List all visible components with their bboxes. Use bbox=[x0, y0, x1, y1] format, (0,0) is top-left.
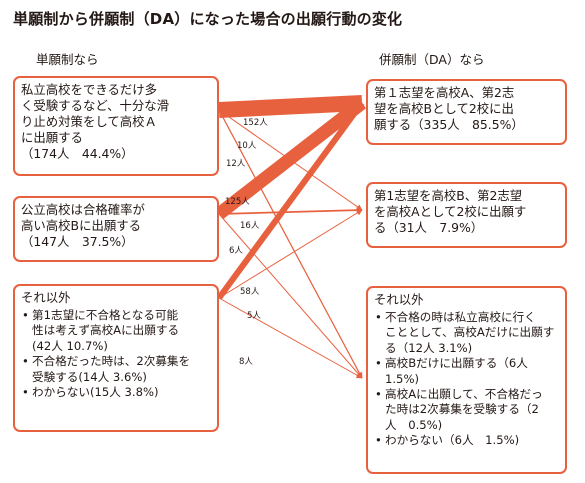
list-item: 第1志望に不合格となる可能 性は考えず高校Aに出願する (42人 10.7%) bbox=[21, 308, 211, 354]
flow-arrow-public-to-b_first bbox=[218, 207, 363, 215]
right-other-list: 不合格の時は私立高校に行く こととして、高校Aだけに出願す る（12人 3.1%… bbox=[374, 310, 559, 449]
flow-arrow-public-to-other bbox=[218, 213, 363, 379]
box-text-line: 第１志望を高校A、第2志 bbox=[374, 85, 515, 100]
list-item-line: 受験する(14人 3.6%) bbox=[32, 369, 147, 384]
flow-arrow-other-to-b_first bbox=[218, 209, 363, 299]
flow-arrow-other-to-other bbox=[218, 297, 363, 379]
list-item-line: 不合格の時は私立高校に行く bbox=[385, 310, 536, 324]
list-item-line: 第1志望に不合格となる可能 bbox=[32, 308, 179, 322]
left-box-private-school: 私立高校をできるだけ多 く受験するなど、十分な滑 り止め対策をして高校Ａ に出願… bbox=[13, 76, 219, 176]
box-text-line: 私立高校をできるだけ多 bbox=[21, 82, 158, 97]
box-text-line: に出願する bbox=[21, 130, 83, 145]
list-item-line: る（12人 3.1%) bbox=[385, 340, 473, 355]
list-item: 高校Aに出願して、不合格だっ た時は2次募集を受験する（2 人 0.5%) bbox=[374, 387, 559, 433]
box-text-line: 高い高校Bに出願する bbox=[21, 218, 142, 233]
list-item: わからない(15人 3.8%) bbox=[21, 385, 211, 401]
list-item-line: 1.5%) bbox=[385, 371, 419, 386]
list-item-line: 人 0.5%) bbox=[385, 417, 443, 432]
diagram-title: 単願制から併願制（DA）になった場合の出願行動の変化 bbox=[13, 10, 403, 28]
box-text-line: る（31人 7.9%） bbox=[374, 220, 484, 235]
list-item-line: わからない（6人 1.5%) bbox=[385, 433, 520, 448]
left-other-list: 第1志望に不合格となる可能 性は考えず高校Aに出願する (42人 10.7%) … bbox=[21, 308, 211, 401]
list-item-line: わからない(15人 3.8%) bbox=[32, 385, 159, 400]
flow-label-other-to-other: 8人 bbox=[239, 357, 253, 367]
flow-label-private-to-other: 12人 bbox=[226, 159, 246, 169]
list-item-line: 不合格だった時は、2次募集を bbox=[32, 354, 191, 369]
box-text-line: り止め対策をして高校Ａ bbox=[21, 114, 157, 129]
flow-arrow-other-to-a_first bbox=[216, 101, 365, 300]
list-item-line: 性は考えず高校Aに出願する bbox=[32, 323, 180, 338]
flow-label-other-to-a_first: 58人 bbox=[240, 287, 260, 297]
list-item-line: (42人 10.7%) bbox=[32, 338, 108, 353]
list-item-line: こととして、高校Aだけに出願す bbox=[385, 325, 555, 340]
left-box-public-school: 公立高校は合格確率が 高い高校Bに出願する （147人 37.5%） bbox=[13, 196, 219, 262]
box-text-line: 第1志望を高校B、第2志望 bbox=[374, 188, 523, 203]
right-column-header: 併願制（DA）なら bbox=[379, 52, 485, 67]
flow-label-public-to-a_first: 125人 bbox=[225, 197, 250, 207]
flow-label-other-to-b_first: 5人 bbox=[247, 311, 261, 321]
box-text-line: を高校Aとして2校に出願す bbox=[374, 204, 527, 219]
box-text-line: 望を高校Bとして2校に出 bbox=[374, 101, 514, 116]
left-box-other: それ以外 第1志望に不合格となる可能 性は考えず高校Aに出願する (42人 10… bbox=[13, 284, 219, 432]
box-text-line: （174人 44.4%） bbox=[21, 146, 134, 161]
flow-label-private-to-a_first: 152人 bbox=[243, 118, 268, 128]
list-item-line: た時は2次募集を受験する（2 bbox=[385, 402, 539, 417]
right-box-b-first: 第1志望を高校B、第2志望 を高校Aとして2校に出願す る（31人 7.9%） bbox=[366, 182, 567, 248]
right-box-other: それ以外 不合格の時は私立高校に行く こととして、高校Aだけに出願す る（12人… bbox=[366, 286, 567, 474]
box-heading: それ以外 bbox=[374, 292, 424, 307]
right-box-a-first: 第１志望を高校A、第2志 望を高校Bとして2校に出 願する（335人 85.5%… bbox=[366, 79, 567, 145]
box-text-line: 願する（335人 85.5%） bbox=[374, 117, 524, 132]
list-item: 高校Bだけに出願する（6人 1.5%) bbox=[374, 356, 559, 387]
list-item-line: 高校Aに出願して、不合格だっ bbox=[385, 387, 543, 402]
box-text-line: 公立高校は合格確率が bbox=[21, 202, 145, 217]
flow-arrow-private-to-other bbox=[218, 109, 363, 379]
flow-label-public-to-b_first: 16人 bbox=[240, 221, 260, 231]
flow-label-private-to-b_first: 10人 bbox=[237, 141, 257, 151]
box-heading: それ以外 bbox=[21, 290, 71, 305]
flow-arrow-private-to-a_first bbox=[218, 95, 363, 118]
box-text-line: （147人 37.5%） bbox=[21, 234, 134, 249]
list-item-line: 高校Bだけに出願する（6人 bbox=[385, 356, 528, 371]
flow-label-public-to-other: 6人 bbox=[229, 246, 243, 256]
list-item: わからない（6人 1.5%) bbox=[374, 433, 559, 449]
flow-arrow-public-to-a_first bbox=[214, 97, 367, 220]
list-item: 不合格の時は私立高校に行く こととして、高校Aだけに出願す る（12人 3.1%… bbox=[374, 310, 559, 356]
list-item: 不合格だった時は、2次募集を 受験する(14人 3.6%) bbox=[21, 354, 211, 385]
left-column-header: 単願制なら bbox=[36, 52, 99, 67]
box-text-line: く受験するなど、十分な滑 bbox=[21, 98, 170, 113]
